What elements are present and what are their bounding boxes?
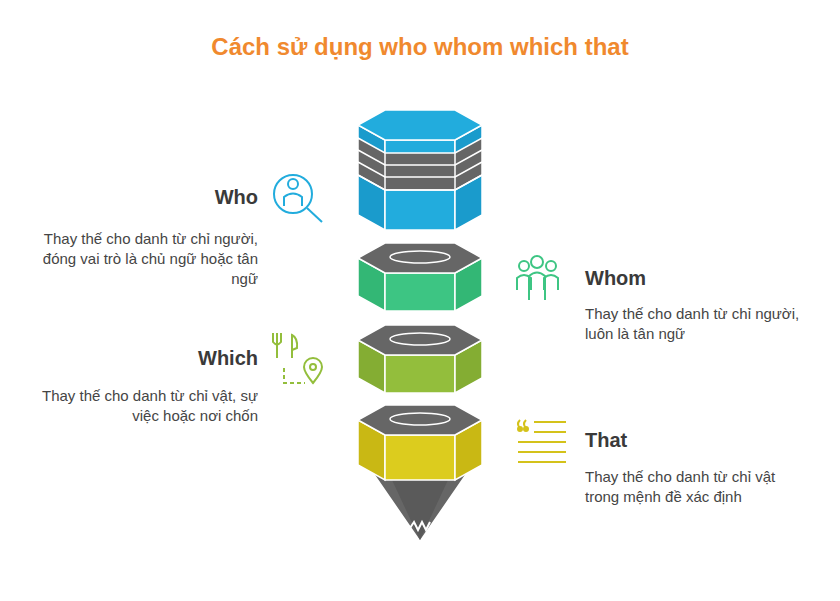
pronoun-heading: That: [585, 428, 785, 452]
fork-pin-icon: [273, 333, 322, 383]
pronoun-description: Thay thế cho danh từ chỉ người, luôn là …: [585, 304, 805, 344]
diagram-title: Cách sử dụng who whom which that: [0, 33, 840, 61]
blue-segment: [358, 110, 482, 230]
group-icon: [517, 256, 558, 300]
pronoun-heading: Whom: [585, 266, 785, 290]
yellow-segment: [358, 405, 482, 480]
green-segment: [358, 243, 482, 311]
pronoun-heading: Which: [58, 346, 258, 370]
pronoun-description: Thay thế cho danh từ chỉ vật trong mệnh …: [585, 467, 813, 507]
quote-lines-icon: [518, 420, 566, 462]
pronoun-description: Thay thế cho danh từ chỉ vật, sự việc ho…: [18, 386, 258, 426]
pronoun-description: Thay thế cho danh từ chỉ người, đóng vai…: [18, 229, 258, 289]
person-search-icon: [274, 175, 322, 222]
lime-segment: [358, 325, 482, 393]
pronoun-heading: Who: [58, 185, 258, 209]
